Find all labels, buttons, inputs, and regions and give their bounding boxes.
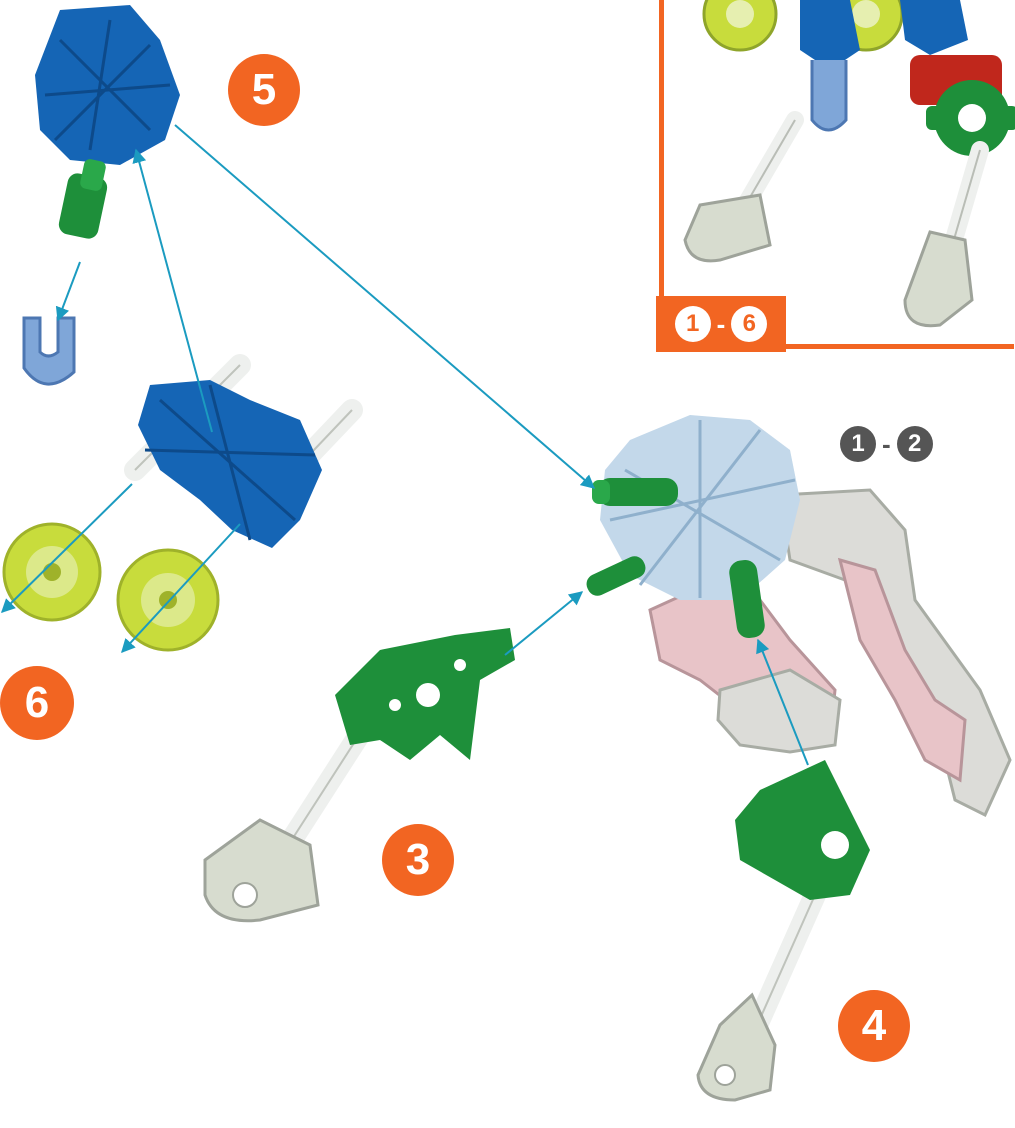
steps-range-label: 1 - 2 [840,424,933,464]
step-5-badge: 5 [228,54,300,126]
foot-step4-hole [715,1065,735,1085]
blue-connector-top [35,5,180,165]
inset-range-end: 6 [731,306,767,342]
inset-range-label: 1 - 6 [656,296,786,352]
step-4-badge: 4 [838,990,910,1062]
inset-range-start: 1 [675,306,711,342]
step-6-badge: 6 [0,666,74,740]
arrow-pin-to-clip [58,262,80,320]
green-pin-top [57,158,109,240]
green-pin-connector-top [592,478,678,506]
green-pin-connector-lower [583,553,648,599]
rod-step4 [755,895,815,1030]
step-3-badge: 3 [382,824,454,896]
arrow-step3-to-body [505,592,582,655]
foot-step3-hole [233,883,257,907]
steps-range-end: 2 [897,426,933,462]
green-connector-step4-hole [821,831,849,859]
light-blue-clip [24,318,74,384]
wheel-left [4,524,100,620]
steps-range-separator: - [882,429,891,460]
green-connector-step4 [735,760,870,900]
steps-range-start: 1 [840,426,876,462]
blue-connector-axle [138,380,322,548]
inset-range-separator: - [717,309,726,340]
